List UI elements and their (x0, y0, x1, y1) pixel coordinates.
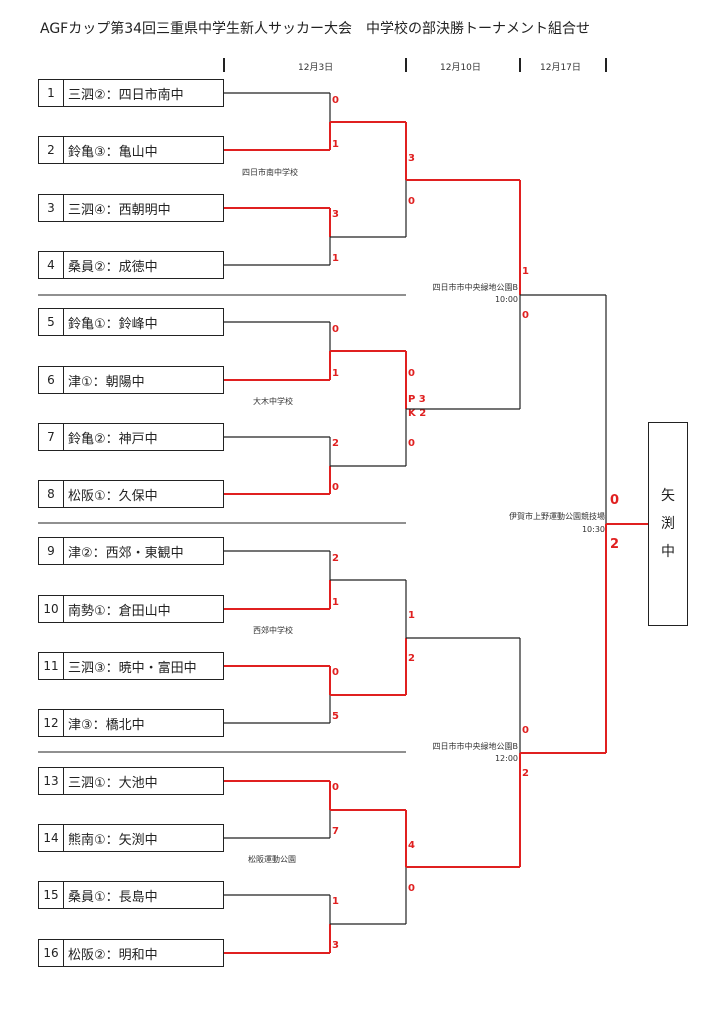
score-label: 1 (522, 266, 529, 277)
score-label: 0 (610, 493, 620, 508)
score-label: P 3 (408, 394, 426, 405)
team-name: 桑員②：成徳中 (68, 259, 158, 275)
team-number: 5 (39, 309, 64, 335)
team-name: 三泗④：西朝明中 (68, 202, 171, 218)
team-name: 松阪①：久保中 (68, 488, 158, 504)
score-label: 0 (522, 725, 529, 736)
score-label: 2 (332, 438, 339, 449)
score-label: 3 (408, 153, 415, 164)
champion-char: 矢 (661, 488, 675, 504)
venue-semi1-time: 10:00 (494, 295, 518, 304)
team-number: 7 (39, 424, 64, 450)
team-number: 13 (39, 768, 64, 794)
venue-semi1-name: 四日市市中央緑地公園B (432, 283, 519, 292)
score-label: 0 (332, 782, 339, 793)
score-label: 0 (332, 667, 339, 678)
date-round1: 12月3日 (298, 63, 334, 73)
team-number: 4 (39, 252, 64, 278)
venue-round1-b: 大木中学校 (253, 397, 293, 406)
champion-box: 矢 渕 中 (648, 422, 688, 626)
score-label: 0 (408, 368, 415, 379)
team-number: 8 (39, 481, 64, 507)
team-name: 鈴亀①：鈴峰中 (68, 316, 158, 332)
score-label: 2 (522, 768, 529, 779)
team-name: 津①：朝陽中 (68, 374, 145, 390)
team-name: 熊南①：矢渕中 (68, 832, 158, 848)
team-name: 三泗②：四日市南中 (68, 87, 184, 103)
team-number: 16 (39, 940, 64, 966)
page-title: AGFカップ第34回三重県中学生新人サッカー大会 中学校の部決勝トーナメント組合… (40, 21, 591, 37)
score-label: 2 (332, 553, 339, 564)
score-label: 1 (332, 597, 339, 608)
score-label: 0 (332, 324, 339, 335)
score-label: 2 (610, 537, 620, 552)
score-label: 7 (332, 826, 339, 837)
team-name: 津③：橋北中 (68, 717, 145, 733)
score-label: 1 (332, 253, 339, 264)
venue-semi2-name: 四日市市中央緑地公園B (432, 742, 519, 751)
score-label: 0 (332, 95, 339, 106)
score-label: 2 (408, 653, 415, 664)
score-label: 4 (408, 840, 415, 851)
score-label: 0 (408, 438, 415, 449)
team-name: 鈴亀③：亀山中 (68, 144, 158, 160)
team-name: 桑員①：長島中 (68, 889, 158, 905)
score-label: 3 (332, 209, 339, 220)
score-label: 1 (332, 139, 339, 150)
team-number: 3 (39, 195, 64, 221)
team-number: 14 (39, 825, 64, 851)
team-number: 1 (39, 80, 64, 106)
team-name: 松阪②：明和中 (68, 947, 158, 963)
team-number: 2 (39, 137, 64, 163)
team-name: 南勢①：倉田山中 (68, 603, 171, 619)
team-number: 12 (39, 710, 64, 736)
team-number: 11 (39, 653, 64, 679)
score-label: 1 (408, 610, 415, 621)
team-name: 鈴亀②：神戸中 (68, 431, 158, 447)
team-number: 15 (39, 882, 64, 908)
team-name: 三泗①：大池中 (68, 775, 158, 791)
score-label: 1 (332, 368, 339, 379)
venue-semi2-time: 12:00 (494, 754, 518, 763)
team-name: 三泗③：暁中・富田中 (68, 660, 197, 676)
score-label: 5 (332, 711, 339, 722)
date-final: 12月17日 (540, 63, 581, 73)
team-number: 10 (39, 596, 64, 622)
venue-final-time: 10:30 (581, 525, 605, 534)
date-round2: 12月10日 (440, 63, 481, 73)
champion-char: 渕 (661, 516, 675, 532)
champion-char: 中 (661, 544, 675, 560)
team-number: 6 (39, 367, 64, 393)
team-number: 9 (39, 538, 64, 564)
score-label: 0 (332, 482, 339, 493)
score-label: 0 (408, 883, 415, 894)
venue-round1-d: 松阪運動公園 (248, 855, 296, 864)
score-label: 3 (332, 940, 339, 951)
score-label: 1 (332, 896, 339, 907)
score-label: 0 (408, 196, 415, 207)
score-label: 0 (522, 310, 529, 321)
team-name: 津②：西郊・東観中 (68, 545, 184, 561)
venue-round1-a: 四日市南中学校 (242, 168, 298, 177)
venue-final-name: 伊賀市上野運動公園競技場 (509, 512, 605, 521)
score-label: K 2 (408, 408, 427, 419)
venue-round1-c: 西郊中学校 (253, 626, 293, 635)
